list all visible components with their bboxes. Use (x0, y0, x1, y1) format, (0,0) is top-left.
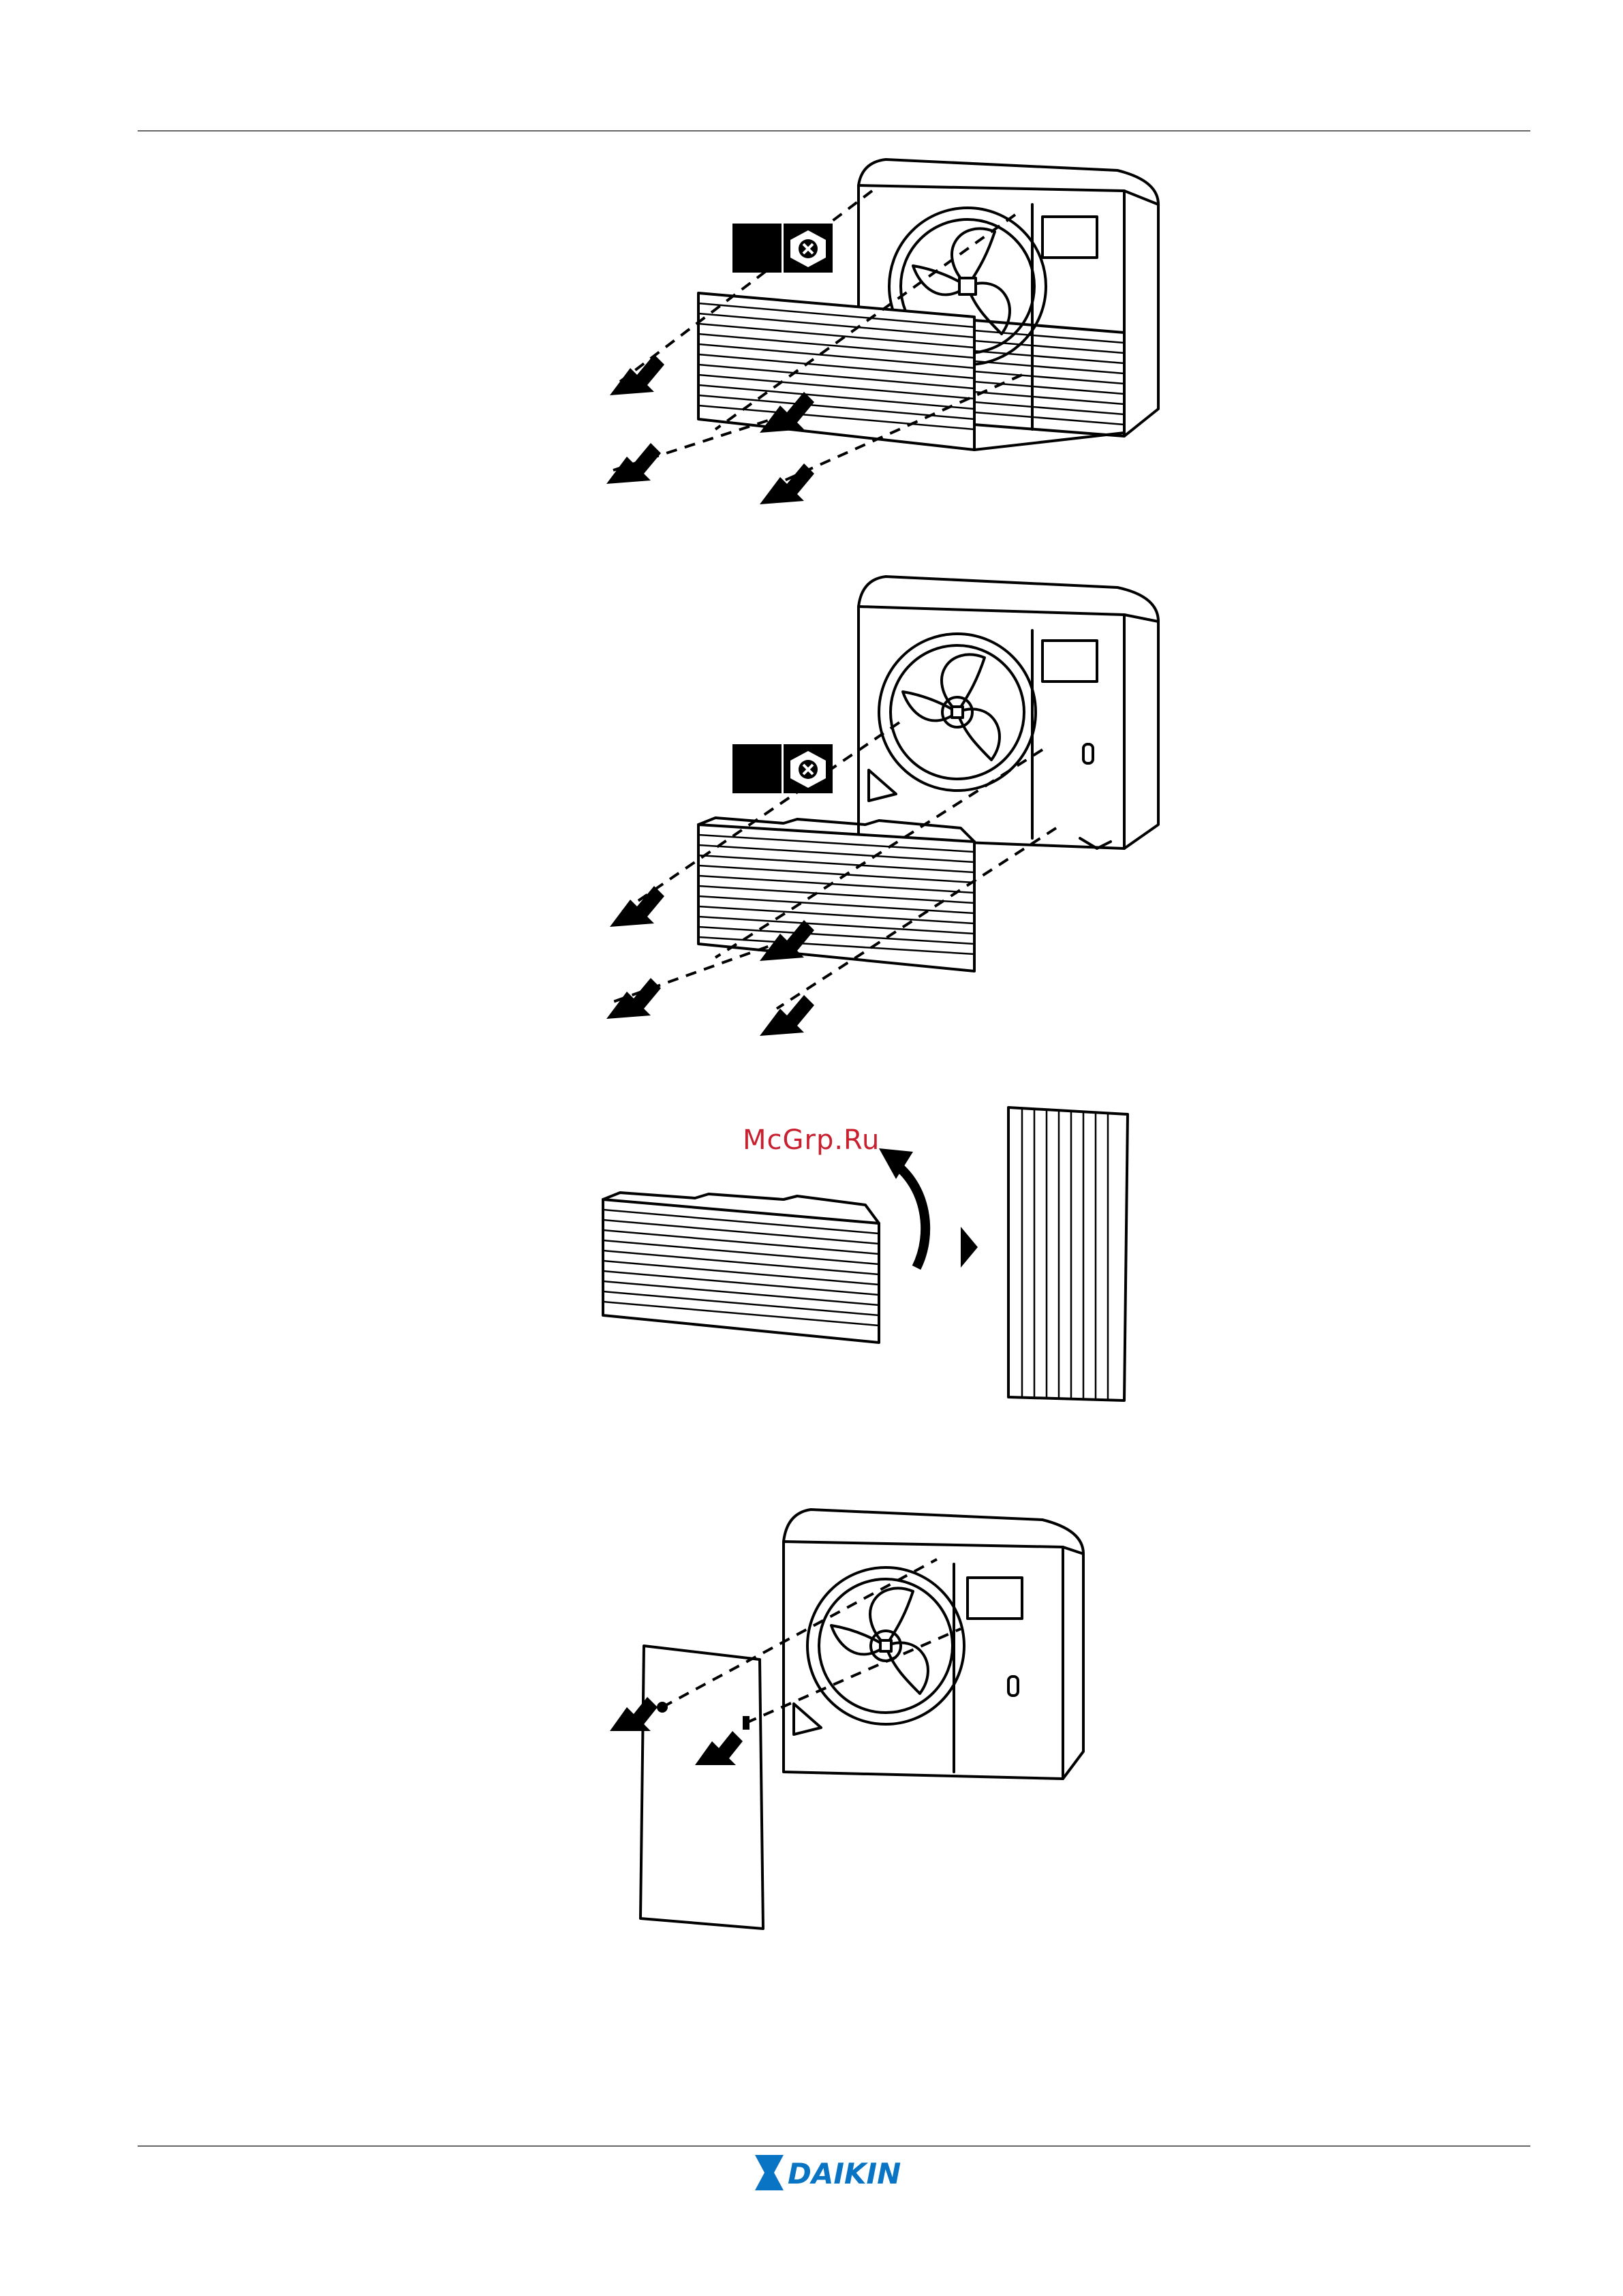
rotate-arrow-icon (879, 1148, 925, 1268)
front-grille (698, 818, 974, 971)
screwdriver-icon (732, 744, 833, 793)
figure-step-3 (593, 1097, 1151, 1411)
side-panel (640, 1646, 763, 1929)
figure-step-2 (579, 566, 1192, 1043)
outdoor-unit-remove-grille-icon (579, 566, 1192, 1043)
footer-rule (138, 2145, 1530, 2147)
triangle-right-icon (961, 1227, 978, 1268)
grille-vertical (1008, 1107, 1128, 1400)
figure-step-4 (600, 1493, 1172, 1942)
screwdriver-icon (732, 224, 833, 273)
header-rule (138, 130, 1530, 132)
figure-step-1 (579, 150, 1192, 518)
brand-name: DAIKIN (788, 2157, 901, 2190)
daikin-logo-icon (755, 2155, 784, 2190)
outdoor-unit-remove-grille-icon (579, 150, 1192, 518)
outdoor-unit-attach-panel-icon (600, 1493, 1172, 1942)
grille-horizontal (603, 1193, 879, 1343)
grille-rotate-icon (593, 1097, 1151, 1411)
daikin-logo: DAIKIN (755, 2154, 912, 2192)
